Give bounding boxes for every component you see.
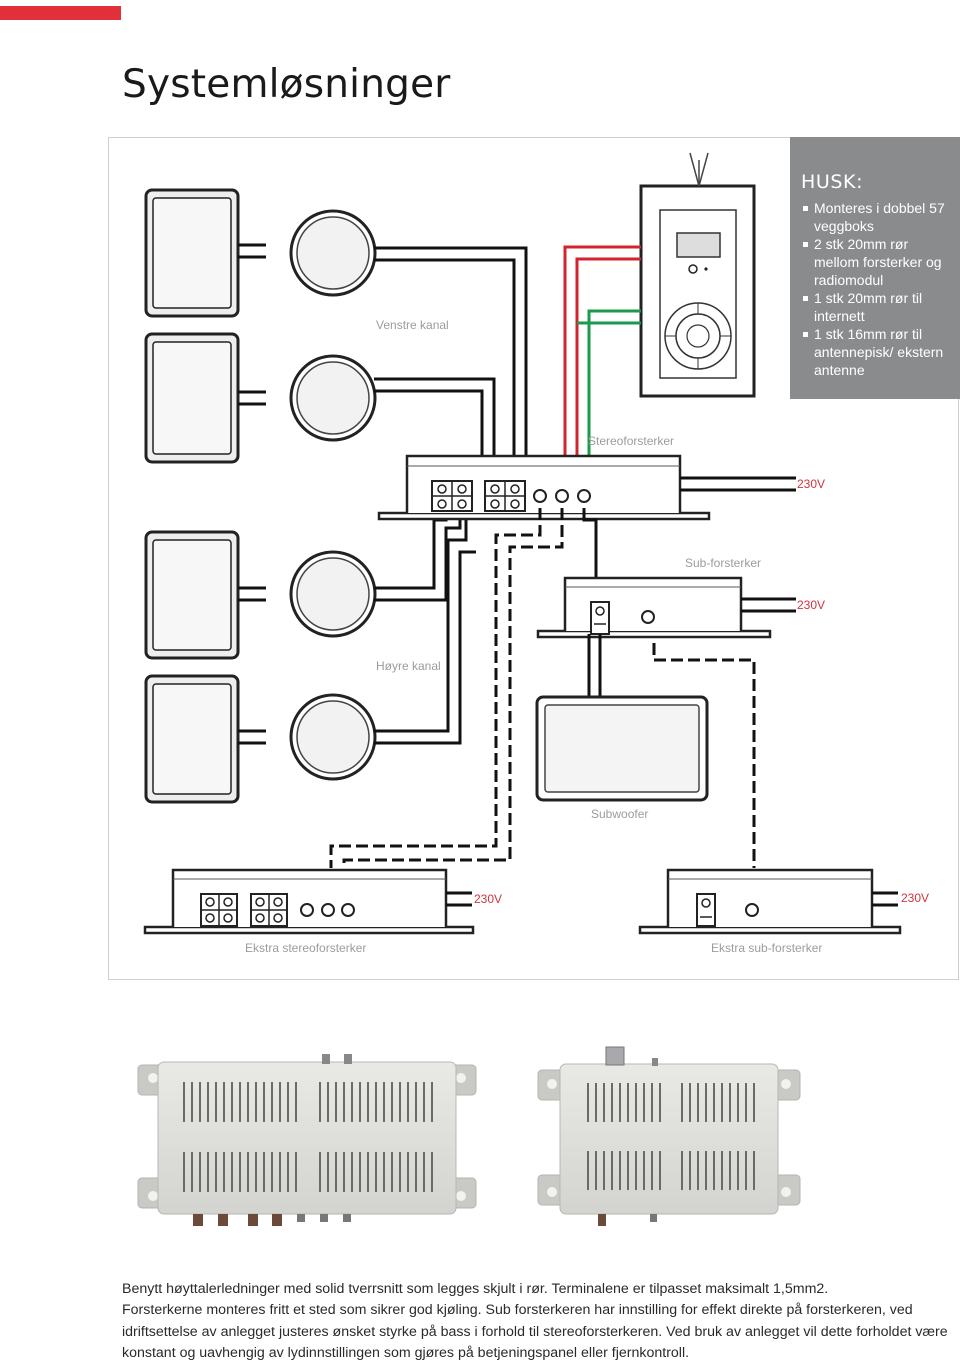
sub-amp-label: Sub-forsterker bbox=[685, 556, 762, 570]
sub-signal-cable bbox=[582, 508, 598, 600]
round-speaker-4 bbox=[289, 693, 377, 781]
round-speaker-2 bbox=[289, 354, 377, 442]
extra-sub-amplifier bbox=[638, 868, 902, 935]
subwoofer-wires bbox=[587, 634, 602, 697]
husk-item: Monteres i dobbel 57 veggboks bbox=[801, 199, 950, 235]
right-channel-label: Høyre kanal bbox=[376, 659, 441, 673]
radio-cables bbox=[563, 245, 641, 499]
subwoofer-label: Subwoofer bbox=[591, 807, 649, 821]
extra-sub-amp-power-label: 230V bbox=[901, 891, 930, 905]
stereo-amplifier-photo bbox=[137, 1054, 477, 1226]
sub-amplifier bbox=[536, 576, 796, 639]
extra-stereo-amp-power-label: 230V bbox=[474, 892, 503, 906]
diagram-frame bbox=[108, 137, 959, 980]
stereo-amp-power-label: 230V bbox=[797, 477, 826, 491]
panel-speaker-2 bbox=[144, 332, 240, 464]
husk-title: HUSK: bbox=[801, 171, 864, 193]
panel-speaker-3 bbox=[144, 530, 240, 660]
panel-speaker-4 bbox=[144, 674, 240, 804]
sub-amp-power-label: 230V bbox=[797, 598, 826, 612]
page-title: Systemløsninger bbox=[122, 62, 451, 107]
extra-stereo-amplifier bbox=[143, 868, 475, 935]
subwoofer bbox=[535, 695, 709, 802]
husk-box: HUSK: Monteres i dobbel 57 veggboks 2 st… bbox=[790, 137, 960, 399]
sub-amplifier-photo bbox=[537, 1046, 801, 1226]
accent-bar bbox=[0, 6, 121, 20]
stereo-amp-label: Stereoforsterker bbox=[588, 434, 675, 448]
footer-paragraph-1: Benytt høyttalerledninger med solid tver… bbox=[122, 1281, 829, 1297]
dashed-cables bbox=[329, 508, 756, 868]
left-channel-label: Venstre kanal bbox=[376, 318, 449, 332]
husk-list: Monteres i dobbel 57 veggboks 2 stk 20mm… bbox=[801, 199, 950, 379]
extra-sub-amp-label: Ekstra sub-forsterker bbox=[711, 941, 823, 955]
panel-speaker-1 bbox=[144, 188, 240, 318]
round-speaker-3 bbox=[289, 550, 377, 638]
husk-item: 2 stk 20mm rør mellom forsterker og radi… bbox=[801, 235, 950, 289]
radio-module bbox=[639, 152, 756, 398]
extra-stereo-amp-label: Ekstra stereoforsterker bbox=[245, 941, 367, 955]
panel-speaker-terminals bbox=[238, 243, 266, 745]
stereo-amplifier bbox=[377, 454, 796, 521]
footer-text: Benytt høyttalerledninger med solid tver… bbox=[122, 1279, 960, 1365]
footer-paragraph-2: Forsterkerne monteres fritt et sted som … bbox=[122, 1302, 948, 1362]
round-speaker-1 bbox=[289, 209, 377, 297]
husk-item: 1 stk 16mm rør til antennepisk/ ekstern … bbox=[801, 325, 950, 379]
husk-item: 1 stk 20mm rør til internett bbox=[801, 289, 950, 325]
